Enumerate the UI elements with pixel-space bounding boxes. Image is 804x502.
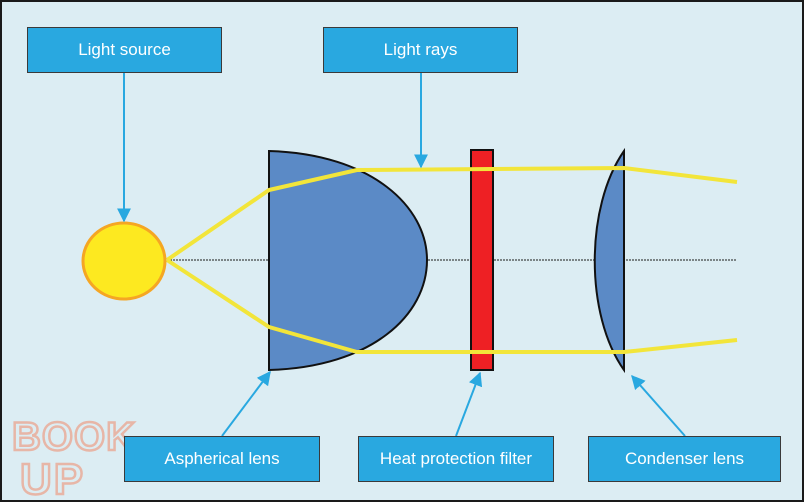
light-ray-upper [165,166,738,262]
aspherical-lens-label-text: Aspherical lens [164,449,280,468]
light-source-label-text: Light source [78,40,171,59]
watermark-logo: BOOK UP [11,414,137,498]
condenser-lens-pointer [631,374,686,437]
condenser-lens-label: Condenser lens [588,436,781,482]
watermark-line-1: BOOK [12,415,136,459]
light-rays-label-text: Light rays [383,40,458,59]
condenser-lens-shape [593,147,625,374]
light-source-label: Light source [27,27,222,73]
heat-protection-filter-label: Heat protection filter [358,436,554,482]
heat-protection-filter-label-text: Heat protection filter [379,449,533,468]
heat-filter-pointer [455,371,483,437]
aspherical-lens-pointer [221,370,271,437]
light-rays-label: Light rays [323,27,518,73]
light-source-shape [81,221,167,301]
aspherical-lens-label: Aspherical lens [124,436,320,482]
watermark-line-2: UP [20,455,85,498]
heat-protection-filter-shape [470,149,494,371]
condenser-lens-label-text: Condenser lens [624,449,745,468]
light-ray-lower [165,258,738,354]
aspherical-lens-shape [268,149,429,372]
